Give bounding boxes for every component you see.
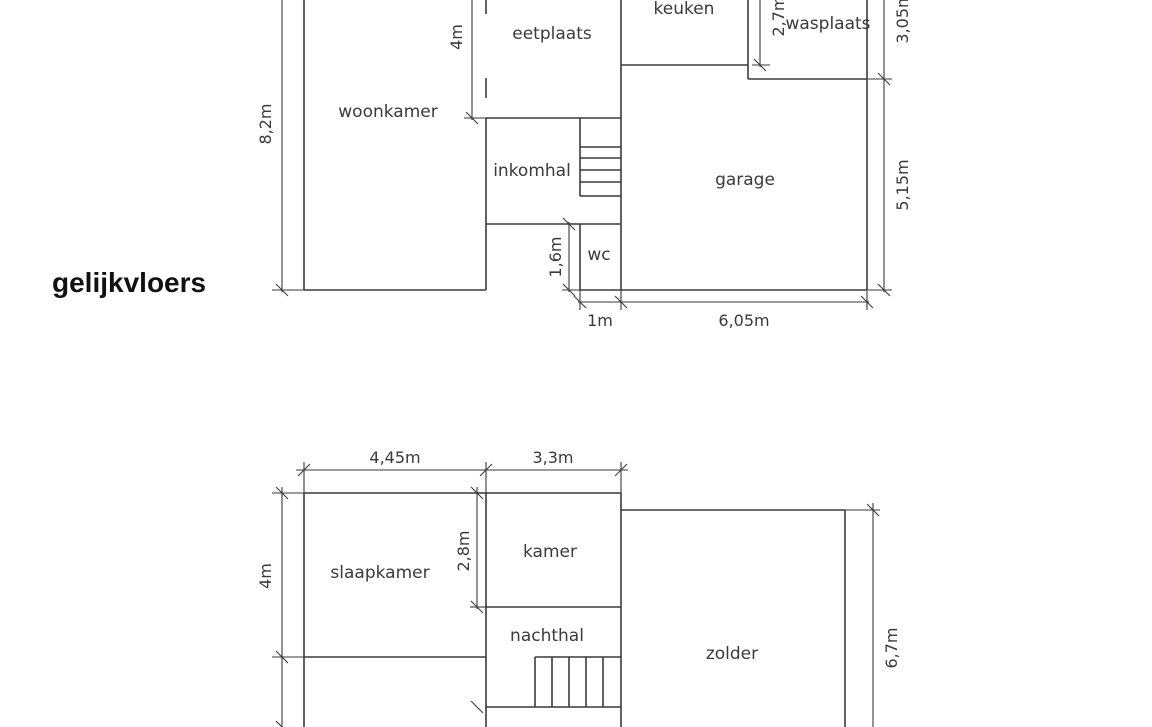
dim-label-wc-depth: 1,6m <box>546 236 565 277</box>
dim-label-eetplaats-depth: 4m <box>447 24 466 50</box>
dim-label-total-depth: 8,2m <box>256 103 275 144</box>
dim-label-kamer-width: 3,3m <box>532 448 573 467</box>
dim-label-garage-width: 6,05m <box>718 311 769 330</box>
ground-floor-walls <box>303 0 868 291</box>
upper-floor-walls <box>303 492 846 727</box>
room-label-kamer: kamer <box>523 542 577 562</box>
room-label-eetplaats: eetplaats <box>512 24 592 44</box>
floor-title-ground: gelijkvloers <box>52 267 206 298</box>
dim-label-slaapkamer-depth: 4m <box>256 563 275 589</box>
stairs-ground <box>579 118 621 197</box>
dim-label-wasplaats-width: 2,7m <box>769 0 788 37</box>
room-label-woonkamer: woonkamer <box>338 102 437 122</box>
upper-dimension-lines <box>272 462 880 727</box>
ground-floor-plan: gelijkvloers <box>52 0 912 330</box>
dim-label-garage-depth: 5,15m <box>893 159 912 210</box>
dim-label-zolder-depth: 6,7m <box>882 627 901 668</box>
dim-label-wc-width: 1m <box>587 311 613 330</box>
room-label-wasplaats: wasplaats <box>785 14 870 34</box>
room-label-zolder: zolder <box>706 644 758 664</box>
upper-floor-plan: slaapkamer kamer nachthal zolder <box>256 448 901 727</box>
room-label-nachthal: nachthal <box>510 626 584 646</box>
dim-label-kamer-depth: 2,8m <box>454 530 473 571</box>
dim-label-slaapkamer-width: 4,45m <box>369 448 420 467</box>
room-label-wc: wc <box>587 245 610 265</box>
room-label-keuken: keuken <box>654 0 715 19</box>
room-label-slaapkamer: slaapkamer <box>330 563 429 583</box>
room-label-garage: garage <box>715 170 775 190</box>
dim-label-wasplaats-depth: 3,05m <box>893 0 912 44</box>
room-label-inkomhal: inkomhal <box>493 161 571 181</box>
stairs-upper <box>534 656 621 707</box>
ground-dimension-lines <box>272 0 892 310</box>
